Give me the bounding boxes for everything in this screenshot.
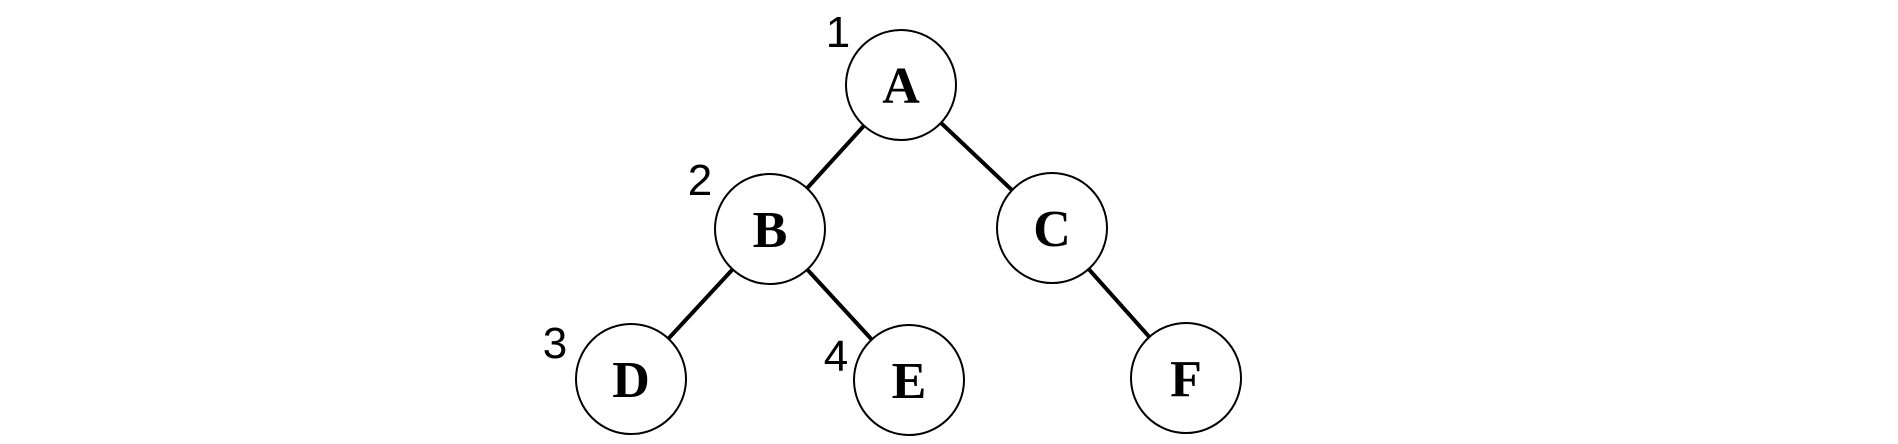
node-f-circle <box>1130 322 1242 434</box>
node-e-label: E <box>892 353 927 410</box>
order-annotation-a: 1 <box>826 8 850 57</box>
order-annotation-e: 4 <box>824 332 848 381</box>
order-annotation-b: 2 <box>688 156 712 205</box>
node-f-label: F <box>1170 351 1202 408</box>
node-d-circle <box>575 323 687 435</box>
node-c-label: C <box>1033 201 1071 258</box>
node-a-label: A <box>882 58 920 115</box>
node-c-circle <box>996 172 1108 284</box>
node-e-circle <box>853 324 965 436</box>
node-a-circle <box>845 29 957 141</box>
node-b-circle <box>714 173 826 285</box>
order-annotation-d: 3 <box>543 319 567 368</box>
node-d-label: D <box>612 352 650 409</box>
node-b-label: B <box>753 202 788 259</box>
